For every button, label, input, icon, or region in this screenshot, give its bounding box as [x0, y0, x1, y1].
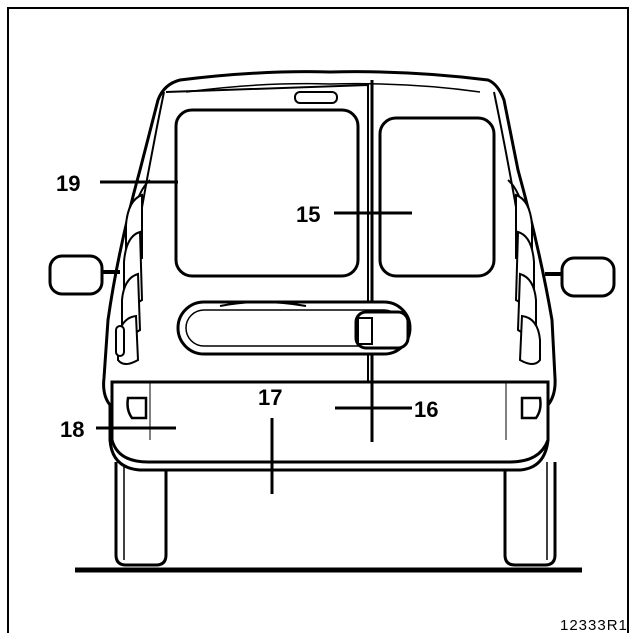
- roof-line: [185, 82, 481, 93]
- left-rear-window: [174, 108, 360, 278]
- callout-18: 18: [60, 417, 84, 442]
- figure-frame: [7, 7, 629, 633]
- callout-17: 17: [258, 385, 282, 410]
- right-mirror: [545, 256, 616, 298]
- right-wheel: [503, 462, 557, 567]
- rear-bumper: [110, 380, 550, 464]
- callout-15: 15: [296, 202, 320, 227]
- callout-lines: [96, 180, 412, 494]
- figure-reference-code: 12333R1: [560, 617, 628, 633]
- wheels: [114, 462, 557, 567]
- callout-16: 16: [414, 397, 438, 422]
- left-mirror: [48, 254, 120, 296]
- plate-recess: [176, 300, 412, 356]
- right-reflector: [520, 396, 542, 420]
- callout-19: 19: [56, 171, 80, 196]
- left-wheel: [114, 462, 168, 567]
- left-reflector: [126, 396, 148, 420]
- right-tail-lights: [514, 193, 541, 365]
- right-rear-window: [378, 116, 496, 278]
- brake-light: [294, 91, 338, 104]
